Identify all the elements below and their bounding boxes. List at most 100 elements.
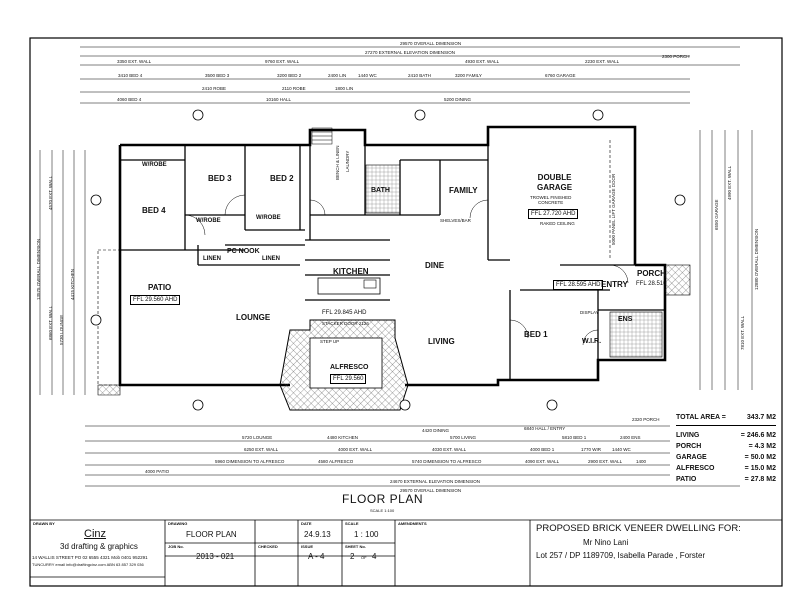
note-stacker-door: STACKER DOOR 2126 <box>322 321 369 326</box>
level-alfresco: FFL 29.560 <box>330 374 367 384</box>
tb-checked-label: CHECKED <box>258 544 278 549</box>
room-pc-nook: PC NOOK <box>227 248 260 255</box>
tb-drawing-value: FLOOR PLAN <box>186 530 237 539</box>
tb-sheet-of: OF <box>361 555 367 560</box>
dim-top-4f: 2410 BATH <box>408 73 431 78</box>
tb-sheet-label: SHEET No. <box>345 544 366 549</box>
dim-bottom-3b: 5960 DIMENSION TO ALFRESCO <box>215 459 285 464</box>
area-label: PORCH <box>676 443 702 450</box>
note-trowel: TROWEL FINISHED CONCRETE <box>530 195 572 205</box>
area-label: GARAGE <box>676 454 707 461</box>
level-entry: FFL 28.595 AHD <box>553 280 604 290</box>
room-bed-1: BED 1 <box>524 330 548 339</box>
room-dine: DINE <box>425 261 445 270</box>
dim-top-6a: 4060 BED 4 <box>117 97 142 102</box>
room-linen-2: LINEN <box>262 256 280 262</box>
room-wrobe-2: W/ROBE <box>196 218 221 224</box>
dim-top-6c: 5200 DINING <box>444 97 472 102</box>
dim-top-4h: 6760 GARAGE <box>545 73 576 78</box>
dim-top-4e: 1440 WC <box>358 73 377 78</box>
area-label: PATIO <box>676 476 697 483</box>
note-laundry: LAUNDRY <box>345 150 350 172</box>
dim-top-5b: 2110 ROBE <box>282 86 306 91</box>
dim-bottom-5c: 5700 LIVING <box>450 435 477 440</box>
tb-lot: Lot 257 / DP 1189709, Isabella Parade , … <box>536 551 706 560</box>
dim-top-4d: 2400 LIN <box>328 73 347 78</box>
dim-bottom-6c: 2320 PORCH <box>632 417 660 422</box>
right-dimension-lines <box>699 130 753 390</box>
room-wrobe-3: W/ROBE <box>256 215 281 221</box>
tb-sheet-value: 2 <box>350 552 355 561</box>
dim-right-4: 6550 GARAGE <box>714 199 719 230</box>
dim-top-4g: 3200 FAMILY <box>455 73 482 78</box>
area-value: = 4.3 M2 <box>748 443 776 450</box>
dim-top-6b: 10160 HALL <box>266 97 292 102</box>
dim-right-3: 4990 EXT. WALL <box>727 165 732 200</box>
area-label: ALFRESCO <box>676 465 715 472</box>
area-value: = 27.8 M2 <box>744 476 776 483</box>
room-bed-3: BED 3 <box>208 174 232 183</box>
dim-bottom-3e: 4090 EXT. WALL <box>525 459 560 464</box>
tb-company-tagline: 3d drafting & graphics <box>60 542 138 551</box>
tb-drawn-by-label: DRAWN BY <box>33 521 55 526</box>
level-garage: FFL 27.720 AHD <box>528 209 579 219</box>
tb-drawing-label: DRAWING <box>168 521 188 526</box>
dim-bottom-4d: 4000 BED 1 <box>530 447 555 452</box>
area-row: LIVING = 246.6 M2 <box>676 432 776 443</box>
dim-top-5c: 1800 LIN <box>335 86 354 91</box>
dim-left-3: 6860 EXT. WALL <box>48 305 53 340</box>
level-patio: FFL 29.560 AHD <box>130 295 181 305</box>
level-porch: FFL 28.510 <box>636 281 667 287</box>
area-label: LIVING <box>676 432 700 439</box>
bottom-dimension-lines <box>85 425 740 487</box>
area-value: = 246.6 M2 <box>740 432 776 439</box>
room-living: LIVING <box>428 337 455 346</box>
tb-issue-value: A - 4 <box>308 552 325 561</box>
left-dimension-lines <box>39 150 86 395</box>
title-block-lines <box>30 519 782 586</box>
room-wrobe-1: W/ROBE <box>142 162 167 168</box>
dim-left-1: 13575 OVERALL DIMENSION <box>36 238 41 300</box>
dim-right-2: 7810 EXT. WALL <box>740 315 745 350</box>
dim-left-2: 4570 EXT. WALL <box>48 175 53 210</box>
porch-steps <box>664 264 691 296</box>
door-swings <box>184 194 629 346</box>
tb-job-value: 2013 - 021 <box>196 552 235 561</box>
plan-title: FLOOR PLAN <box>342 492 424 506</box>
area-total-row: TOTAL AREA = 343.7 M2 <box>676 414 776 426</box>
note-display: DISPLAY <box>580 310 599 315</box>
entry-stairs <box>311 127 333 145</box>
dim-top-1: 29570 OVERALL DIMENSION <box>400 41 462 46</box>
note-garage-door: 5000 PANEL LIFT GARAGE DOOR <box>611 173 616 245</box>
dim-bottom-5b: 4480 KITCHEN <box>327 435 359 440</box>
dim-bottom-6b: 6840 HALL / ENTRY <box>524 426 566 431</box>
room-kitchen: KITCHEN <box>333 267 369 276</box>
room-lounge: LOUNGE <box>236 313 271 322</box>
tb-company-address: 14 WALLIS STREET PO 02 6555 4321 Mob 040… <box>32 555 148 560</box>
note-shelves: SHELVES/BAR <box>440 218 471 223</box>
room-alfresco: ALFRESCO <box>330 364 369 371</box>
plan-scale: SCALE 1:100 <box>370 508 395 513</box>
room-ens: ENS <box>618 316 633 323</box>
dim-bottom-1: 29570 OVERALL DIMENSION <box>400 488 462 493</box>
section-markers <box>90 109 686 411</box>
tb-project-heading: PROPOSED BRICK VENEER DWELLING FOR: <box>536 523 741 534</box>
dim-bottom-3f: 2900 EXT. WALL <box>588 459 623 464</box>
dim-top-3a: 3350 EXT. WALL <box>117 59 152 64</box>
dim-bottom-5d: 5810 BED 1 <box>562 435 587 440</box>
kitchen-island <box>317 277 381 295</box>
top-dimension-lines <box>80 46 740 104</box>
dim-top-3d: 2230 EXT. WALL <box>585 59 620 64</box>
area-row: PATIO = 27.8 M2 <box>676 476 776 487</box>
area-total-label: TOTAL AREA = <box>676 414 726 421</box>
kitchen-sink <box>363 279 377 289</box>
dim-right-1: 12880 OVERALL DIMENSION <box>754 228 759 290</box>
dim-top-3e: 2300 PORCH <box>662 54 690 59</box>
area-row: PORCH = 4.3 M2 <box>676 443 776 454</box>
dim-top-3b: 9760 EXT. WALL <box>265 59 300 64</box>
dim-bottom-3g: 1400 <box>636 459 647 464</box>
dim-bottom-4f: 1440 WC <box>612 447 631 452</box>
dim-top-2: 27270 EXTERNAL ELEVATION DIMENSION <box>365 50 455 55</box>
dim-bottom-4e: 1770 WIR <box>581 447 602 452</box>
